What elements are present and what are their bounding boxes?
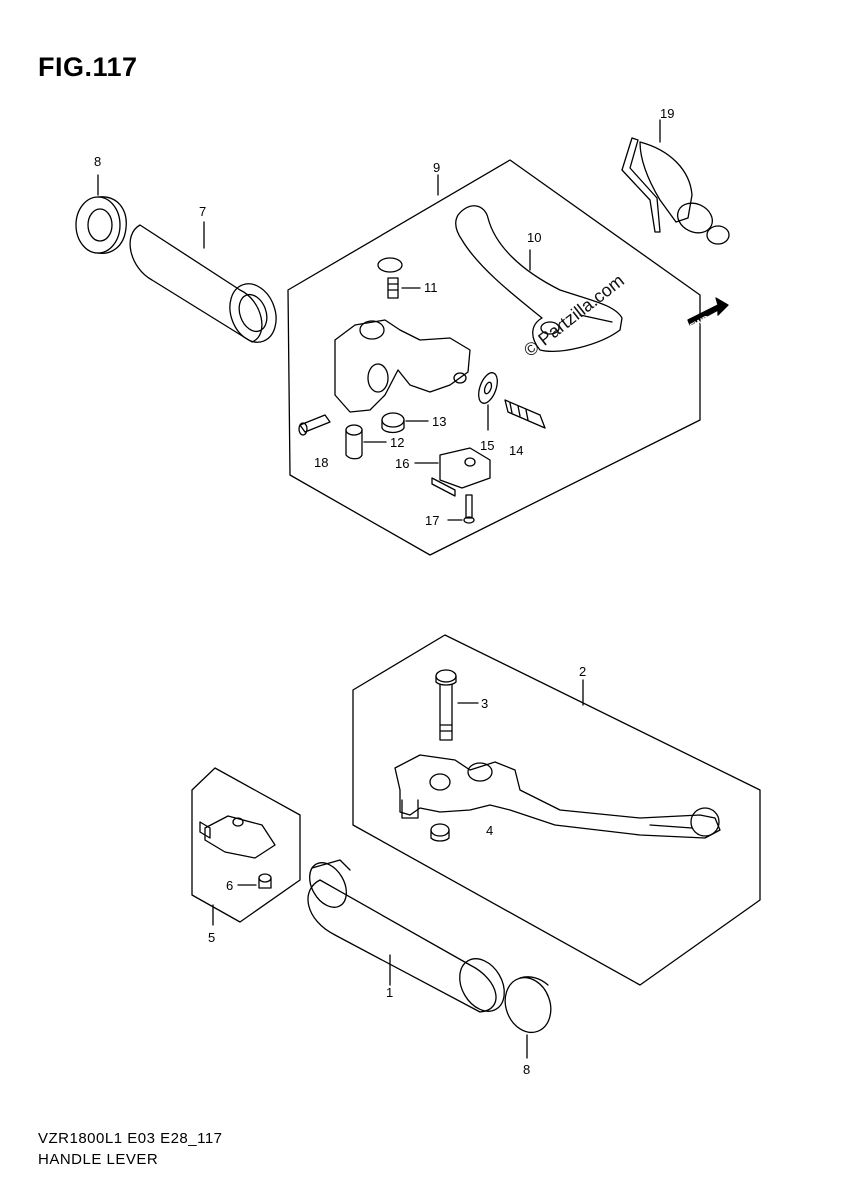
part-13-nut[interactable] (381, 412, 429, 434)
callout-11: 11 (424, 280, 438, 295)
part-8-grip-end-bottom[interactable] (498, 971, 558, 1059)
part-16-clutch-switch[interactable] (414, 447, 491, 497)
part-19-lever-cover[interactable] (621, 119, 730, 245)
callout-1: 1 (386, 985, 393, 1000)
part-11-pivot-cap[interactable] (377, 257, 421, 299)
group-outline-brake-lever (352, 634, 761, 986)
section-name: HANDLE LEVER (38, 1151, 159, 1168)
part-17-switch-screw[interactable] (447, 494, 475, 524)
callout-9: 9 (433, 160, 440, 175)
fwd-arrow-icon (687, 297, 729, 326)
callout-7: 7 (199, 204, 206, 219)
callout-19: 19 (660, 106, 674, 121)
part-5-brake-switch[interactable] (199, 815, 276, 926)
part-14-adjuster[interactable] (504, 399, 546, 429)
callout-12: 12 (390, 435, 404, 450)
group-outline-brake-switch (191, 767, 301, 923)
part-8-grip-end-top[interactable] (75, 174, 127, 254)
part-10-clutch-lever[interactable] (455, 205, 623, 352)
callout-4: 4 (486, 823, 493, 838)
callout-10: 10 (527, 230, 541, 245)
part-7-grip[interactable] (129, 221, 284, 349)
part-15-washer[interactable] (475, 370, 501, 431)
part-3-pivot-bolt[interactable] (435, 669, 479, 741)
callout-18: 18 (314, 455, 328, 470)
callout-14: 14 (509, 443, 523, 458)
part-6-screw[interactable] (237, 873, 272, 889)
figure-title: FIG.117 (38, 52, 138, 82)
part-18-screw[interactable] (298, 414, 331, 436)
callout-13: 13 (432, 414, 446, 429)
part-1-throttle-grip[interactable] (302, 856, 513, 1019)
callout-17: 17 (425, 513, 439, 528)
callout-3: 3 (481, 696, 488, 711)
callout-5: 5 (208, 930, 215, 945)
callout-8-bottom: 8 (523, 1062, 530, 1077)
callout-2: 2 (579, 664, 586, 679)
group-outline-clutch-lever (287, 159, 701, 556)
callout-15: 15 (480, 438, 494, 453)
callout-16: 16 (395, 456, 409, 471)
part-4-nut[interactable] (430, 823, 450, 842)
part-12-collar[interactable] (345, 424, 387, 460)
callout-8-top: 8 (94, 154, 101, 169)
callout-6: 6 (226, 878, 233, 893)
model-code: VZR1800L1 E03 E28_117 (38, 1130, 223, 1147)
part-brake-lever[interactable] (394, 754, 721, 839)
part-clutch-lever-holder[interactable] (334, 319, 471, 413)
